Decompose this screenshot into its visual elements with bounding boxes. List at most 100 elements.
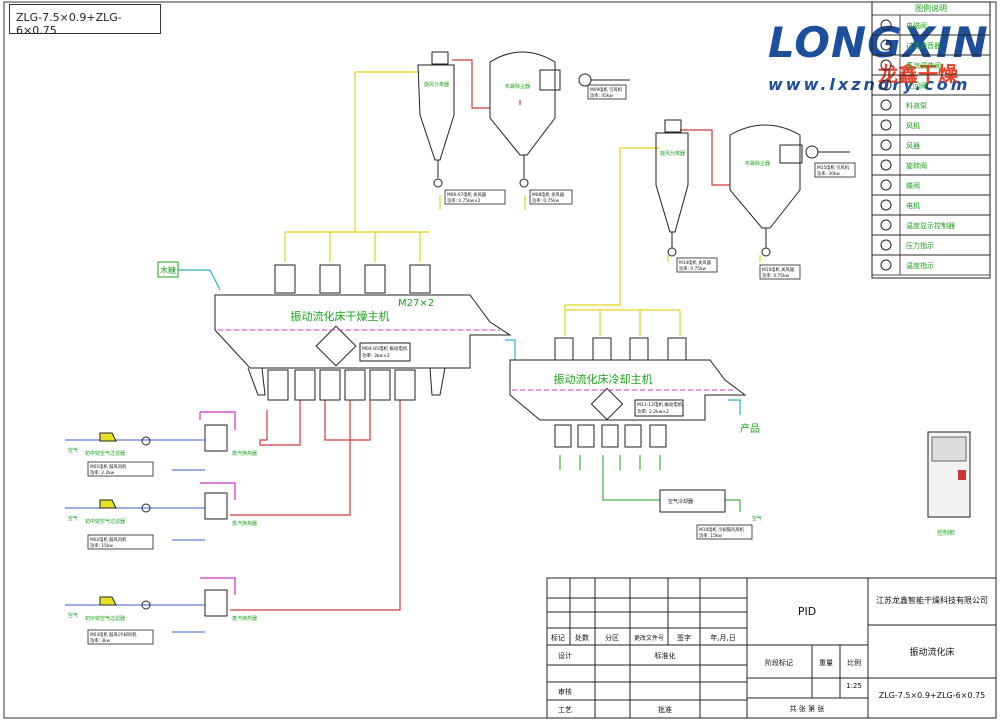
legend-row (871, 194, 991, 216)
fan-1 (578, 73, 630, 87)
logo-name: LONGXIN (768, 18, 989, 67)
heater-2-label: 蒸汽换热器 (232, 520, 257, 527)
legend-symbol-icon (880, 119, 892, 131)
dryer-vib-motor-box (359, 342, 411, 362)
blower3-power: 功率: 3kw (90, 637, 111, 644)
dryer-m27-label: M27×2 (398, 298, 434, 309)
rot1-power: 功率: 0.75kw×2 (447, 197, 481, 204)
feed-label: 木糖 (160, 265, 176, 275)
legend-item-label: 过滤消音器 (906, 41, 941, 50)
rot1-label: M06-07电机 关风器 (447, 191, 487, 198)
tb-count: 处数 (575, 633, 589, 642)
dryer-main-label: 振动流化床干燥主机 (291, 309, 390, 323)
legend-item-label: 止回阀 (906, 81, 927, 90)
panel-label: 控制柜 (937, 529, 955, 537)
tb-drawing-name: 振动流化床 (909, 646, 954, 658)
cooler-vib-power: 功率: 2.2kw×2 (637, 408, 669, 415)
legend-symbol-icon (880, 19, 892, 31)
logo-url: www.lxzndry.com (768, 75, 971, 94)
legend-item-label: 压力指示 (906, 241, 934, 250)
tb-stage: 阶段标记 (765, 658, 793, 667)
model-code: ZLG-7.5×0.9+ZLG-6×0.75 (16, 11, 122, 37)
tb-company: 江苏龙鑫智能干燥科技有限公司 (876, 595, 988, 605)
heater-1-label: 蒸汽换热器 (232, 450, 257, 457)
fan1-label: M09电机 引风机 (590, 86, 623, 93)
legend-row (871, 114, 991, 136)
feed-box (157, 261, 179, 278)
filter-2-label: 初中效空气过滤器 (85, 518, 125, 525)
tb-sheets: 共 张 第 张 (790, 704, 825, 713)
tb-weight: 重量 (819, 659, 833, 667)
tb-standard: 标准化 (655, 651, 676, 660)
rot2-power: 功率: 0.75kw (532, 197, 559, 204)
bag-filter-2-label: 布袋除尘器 (745, 160, 770, 167)
tb-pid: PID (798, 605, 816, 618)
legend-symbol-icon (880, 139, 892, 151)
legend-symbol-icon (880, 259, 892, 271)
blower1-power: 功率: 2.2kw (90, 469, 115, 476)
legend-item-label: 电磁阀 (906, 21, 927, 30)
blower2-label: M02电机 鼓风风机 (90, 536, 127, 543)
bag-filter-1-label: 布袋除尘器 (505, 83, 530, 90)
legend-item-label: 风器 (906, 142, 920, 150)
cyan-lines (178, 269, 741, 415)
air-lines (65, 439, 205, 633)
legend-row (871, 14, 991, 36)
dryer-body (214, 264, 512, 401)
cyclone-2 (655, 119, 689, 257)
tb-scale-label: 比例 (847, 658, 861, 667)
tb-zone: 分区 (605, 633, 619, 642)
legend-item-label: 蝶阀 (906, 181, 920, 190)
red-ducts (230, 59, 730, 611)
bag-filter-2 (729, 124, 803, 257)
cyclone-1 (417, 51, 455, 188)
legend-symbol-icon (880, 239, 892, 251)
legend-symbol-icon (880, 159, 892, 171)
legend-row (871, 154, 991, 176)
legend-row (871, 94, 991, 116)
title-block (546, 577, 997, 719)
dryer-vib-motor: M04-05电机 振动电机 (362, 345, 408, 352)
product-label: 产品 (740, 422, 760, 435)
air-1-label: 空气 (68, 447, 78, 454)
legend-symbol-icon (880, 59, 892, 71)
green-lines (559, 455, 741, 512)
blower4-label: M10电机 冷却鼓风风机 (699, 526, 745, 533)
filter-1-label: 初中效空气过滤器 (85, 450, 125, 457)
legend-row (871, 74, 991, 96)
legend-symbol-icon (880, 199, 892, 211)
fan2-power: 功率: 30kw (817, 170, 840, 177)
motor-label-boxes (87, 84, 856, 645)
heater-3-label: 蒸汽换热器 (232, 615, 257, 622)
fan1-power: 功率: 45kw (590, 92, 613, 99)
legend-item-label: 旋转阀 (906, 161, 927, 170)
dryer-vib-power: 功率: 3kw×2 (362, 352, 390, 359)
cyclone-1-label: 旋风分离器 (424, 81, 449, 88)
cooler-vib-motor-box (634, 399, 684, 417)
control-panel: 控制柜 (927, 431, 971, 537)
tb-date: 年,月,日 (710, 633, 735, 642)
legend-row (871, 174, 991, 196)
legend-item-label: 温度显示控制器 (906, 221, 955, 230)
legend-item-label: 蒸汽调节阀 (906, 61, 941, 70)
blower1-label: M01电机 鼓风风机 (90, 463, 127, 470)
steam-pipes (199, 411, 236, 595)
legend-symbol-icon (880, 39, 892, 51)
cooler-vib-motor: M11-12电机 振动电机 (637, 401, 683, 408)
tb-doc-no: 更改文件号 (634, 634, 664, 642)
filter-3-label: 初中效空气过滤器 (85, 615, 125, 622)
legend-symbol-icon (880, 219, 892, 231)
legend-item-label: 温度指示 (906, 261, 934, 270)
blower2-power: 功率: 15kw (90, 542, 113, 549)
air-3-label: 空气 (68, 612, 78, 619)
model-code-box: ZLG-7.5×0.9+ZLG-6×0.75 (9, 4, 161, 37)
cooler-body (509, 337, 747, 513)
cooler-main-label: 振动流化床冷却主机 (554, 372, 653, 386)
tb-mark: 标记 (551, 633, 565, 642)
legend-row (871, 254, 991, 276)
blower4-power: 功率: 15kw (699, 532, 722, 539)
legend-item-label: 电机 (906, 201, 920, 210)
tb-sign: 签字 (677, 633, 691, 642)
company-logo: LONGXIN 龙鑫干燥 www.lxzndry.com (768, 18, 988, 94)
